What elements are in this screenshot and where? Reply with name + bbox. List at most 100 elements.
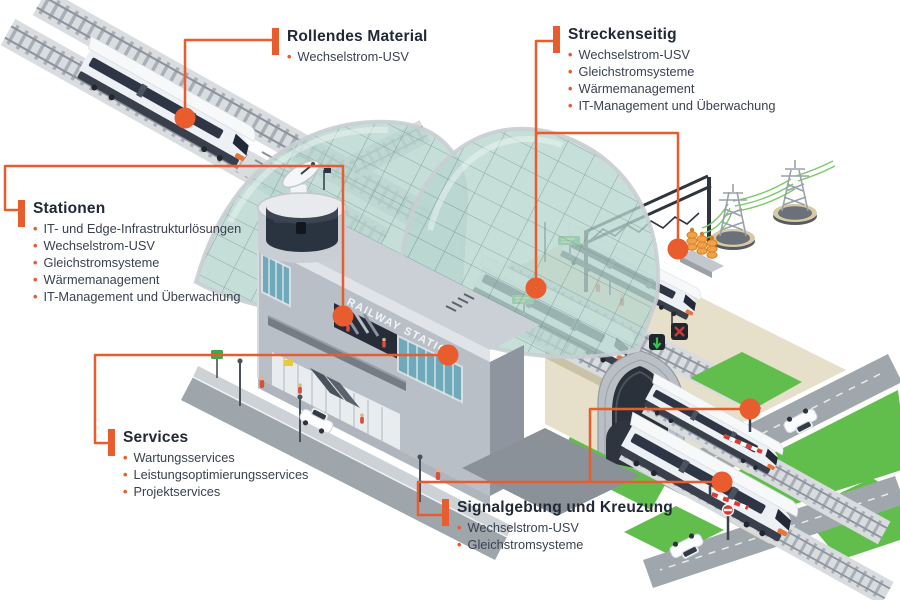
callout-title: Stationen	[33, 200, 106, 217]
dot-rolling-stock	[174, 107, 196, 129]
bullet-icon: •	[123, 467, 128, 482]
bullet-icon: •	[33, 272, 38, 287]
bullet-icon: •	[287, 49, 292, 64]
tunnel-signal-green	[649, 334, 665, 350]
connector-services	[93, 353, 450, 445]
callout-item: •Wechselstrom-USV	[457, 519, 673, 536]
dot-crossing-lower	[711, 471, 733, 493]
callout-item: • IT-Management und Überwachung	[33, 288, 241, 305]
connector-signalgebung	[416, 407, 752, 517]
callout-item: • Gleichstromsysteme	[568, 63, 776, 80]
connector-streckenseitig	[534, 39, 680, 290]
callout-accent-bar	[553, 26, 560, 53]
callout-item: • Wärmemanagement	[568, 80, 776, 97]
dot-services	[437, 344, 459, 366]
callout-item-label: IT-Management und Überwachung	[43, 289, 241, 304]
glass-hall	[272, 352, 400, 452]
bullet-icon: •	[123, 450, 128, 465]
callout-item-label: Wärmemanagement	[578, 81, 695, 96]
callout-item: • IT- und Edge-Infrastrukturlösungen	[33, 220, 241, 237]
escalator	[310, 368, 344, 400]
callout-signalgebung-und-kreuzung: Signalgebung und Kreuzung•Wechselstrom-U…	[442, 498, 673, 553]
info-sign	[284, 360, 293, 366]
callout-item-label: IT- und Edge-Infrastrukturlösungen	[43, 221, 242, 236]
callout-list: • IT- und Edge-Infrastrukturlösungen • Wech…	[33, 220, 241, 305]
callout-item-label: Gleichstromsysteme	[578, 64, 695, 79]
callout-accent-bar	[108, 429, 115, 456]
bullet-icon: •	[33, 238, 38, 253]
street-lamp	[417, 454, 423, 502]
callout-item-label: Projektservices	[133, 484, 221, 499]
callout-item: • Wechselstrom-USV	[33, 237, 241, 254]
bullet-icon: •	[33, 221, 38, 236]
dot-station	[332, 305, 354, 327]
callout-dots	[174, 107, 761, 493]
crossing-signal-lower	[708, 486, 749, 540]
tunnel-signal-red-x	[671, 323, 688, 340]
callout-item: • Projektservices	[123, 483, 308, 500]
bullet-icon: •	[33, 255, 38, 270]
callout-list: • Wartungsservices • Leistungsoptimierungss…	[123, 449, 308, 500]
callout-item: • IT-Management und Überwachung	[568, 97, 776, 114]
transmission-tower	[711, 184, 755, 250]
callout-stationen: Stationen • IT- und Edge-Infrastrukturlösu…	[18, 199, 241, 305]
dot-trackside-transformer	[667, 238, 689, 260]
callout-item-label: Gleichstromsysteme	[43, 255, 160, 270]
plaza	[462, 428, 640, 516]
bullet-icon: •	[568, 98, 573, 113]
callout-accent-bar	[442, 499, 449, 526]
callout-item-label: Wechselstrom-USV	[297, 49, 409, 64]
callout-item-label: Leistungsoptimierungsservices	[133, 467, 309, 482]
callout-title: Services	[123, 429, 189, 446]
connector-stationen	[3, 164, 345, 318]
callout-title: Signalgebung und Kreuzung	[457, 499, 673, 516]
bullet-icon: •	[568, 81, 573, 96]
callout-list: • Wechselstrom-USV	[287, 48, 428, 65]
callout-rollendes-material: Rollendes Material • Wechselstrom-USV	[272, 27, 428, 65]
callout-item: • Wechselstrom-USV	[568, 46, 776, 63]
callout-accent-bar	[18, 200, 25, 227]
callout-item-label: Wechselstrom-USV	[467, 520, 579, 535]
dot-crossing-upper	[739, 398, 761, 420]
callout-services: Services • Wartungsservices • Leistungsoptim…	[108, 428, 308, 500]
window-band-left	[261, 252, 291, 308]
bullet-icon: •	[457, 537, 462, 552]
street-lamp	[237, 358, 243, 406]
power-infrastructure	[680, 160, 836, 278]
callout-item: • Gleichstromsysteme	[33, 254, 241, 271]
callout-title: Rollendes Material	[287, 28, 428, 45]
street-lamp	[297, 394, 303, 442]
callout-streckenseitig: Streckenseitig • Wechselstrom-USV • Gleichst…	[553, 25, 776, 114]
callout-item-label: Wechselstrom-USV	[578, 47, 690, 62]
roof-vents	[445, 293, 475, 312]
transmission-tower	[773, 160, 817, 225]
sidewalk	[193, 366, 512, 537]
callout-list: • Wechselstrom-USV • Gleichstromsysteme • Wär…	[568, 46, 776, 114]
bullet-icon: •	[33, 289, 38, 304]
escalator	[326, 376, 360, 408]
callout-item-label: IT-Management und Überwachung	[578, 98, 776, 113]
connector-rollendes-material	[183, 38, 274, 120]
callout-item: • Gleichstromsysteme	[457, 536, 673, 553]
callout-item-label: Wartungsservices	[133, 450, 235, 465]
callout-item-label: Wechselstrom-USV	[43, 238, 155, 253]
callout-item-label: Gleichstromsysteme	[467, 537, 584, 552]
callout-item: • Leistungsoptimierungsservices	[123, 466, 308, 483]
dot-trackside-platform	[525, 277, 547, 299]
bullet-icon: •	[568, 47, 573, 62]
callout-item-label: Wärmemanagement	[43, 272, 160, 287]
callout-item: • Wartungsservices	[123, 449, 308, 466]
callout-item: • Wärmemanagement	[33, 271, 241, 288]
bullet-icon: •	[568, 64, 573, 79]
callout-accent-bar	[272, 28, 279, 55]
callout-connectors	[3, 38, 752, 517]
callout-list: •Wechselstrom-USV• Gleichstromsysteme	[457, 519, 673, 553]
callout-item: • Wechselstrom-USV	[287, 48, 428, 65]
transformer	[680, 227, 724, 278]
callout-title: Streckenseitig	[568, 26, 677, 43]
control-tower	[257, 159, 347, 263]
bullet-icon: •	[123, 484, 128, 499]
entrance-marquee	[268, 316, 406, 391]
